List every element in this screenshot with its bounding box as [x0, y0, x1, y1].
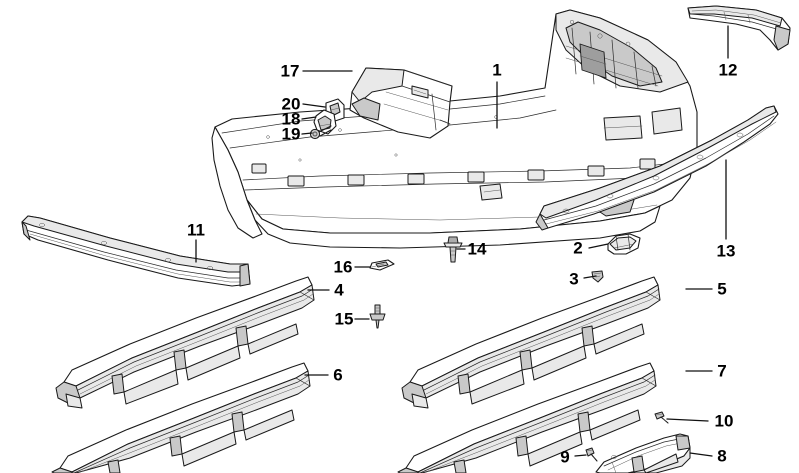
callout-label-3[interactable]: 3	[569, 269, 579, 289]
callout-label-14[interactable]: 14	[467, 239, 487, 259]
leader-19	[301, 132, 313, 135]
callout-label-16[interactable]: 16	[333, 257, 353, 277]
callout-label-11[interactable]: 11	[187, 220, 205, 240]
bumper-inner-structure	[555, 9, 689, 93]
part-bracket-clip[interactable]	[607, 233, 641, 255]
bumper-mounting-slots	[251, 158, 656, 187]
part-front-trim-strip[interactable]	[21, 215, 251, 287]
leader-20	[302, 103, 326, 108]
part-clip-small[interactable]	[585, 447, 598, 462]
part-lower-trim-strip[interactable]	[535, 105, 779, 231]
part-push-rivet[interactable]	[369, 304, 386, 329]
part-impact-strip-right-lower[interactable]	[397, 362, 657, 473]
callout-label-1[interactable]: 1	[492, 60, 502, 80]
callout-label-4[interactable]: 4	[334, 280, 344, 300]
part-impact-strip-left-lower[interactable]	[51, 362, 311, 473]
leader-lines	[195, 25, 729, 457]
callout-label-17[interactable]: 17	[280, 61, 300, 81]
part-corner-trim-right[interactable]	[595, 433, 691, 473]
leader-2	[588, 243, 609, 249]
leader-18	[301, 116, 317, 120]
callout-label-7[interactable]: 7	[717, 361, 727, 381]
callout-label-2[interactable]: 2	[573, 238, 583, 258]
leader-10	[666, 418, 709, 422]
callout-label-8[interactable]: 8	[717, 446, 727, 466]
part-cage-nut-plate[interactable]	[369, 259, 395, 271]
part-upper-trim-right[interactable]	[687, 5, 791, 51]
leader-3	[583, 275, 597, 279]
callout-label-6[interactable]: 6	[333, 365, 343, 385]
callout-label-9[interactable]: 9	[560, 447, 570, 467]
callout-label-18[interactable]: 18	[281, 109, 301, 129]
part-rear-bumper-panel[interactable]	[211, 9, 698, 249]
callout-label-15[interactable]: 15	[334, 309, 354, 329]
part-impact-strip-right-upper[interactable]	[401, 276, 661, 409]
callout-label-13[interactable]: 13	[716, 241, 736, 261]
part-bumper-end-cap[interactable]	[349, 67, 453, 139]
part-mounting-bracket[interactable]	[313, 109, 337, 135]
callout-label-5[interactable]: 5	[717, 279, 727, 299]
part-bolt-hex-flange[interactable]	[443, 236, 463, 263]
callout-label-12[interactable]: 12	[718, 60, 738, 80]
callout-label-10[interactable]: 10	[714, 411, 734, 431]
part-impact-strip-left-upper[interactable]	[55, 276, 315, 409]
callout-label-20[interactable]: 20	[281, 94, 301, 114]
leader-9	[574, 454, 587, 457]
callout-label-19[interactable]: 19	[281, 124, 301, 144]
leader-8	[689, 452, 713, 457]
part-screw-small[interactable]	[654, 411, 669, 424]
part-bolt-and-washer[interactable]	[309, 125, 332, 140]
